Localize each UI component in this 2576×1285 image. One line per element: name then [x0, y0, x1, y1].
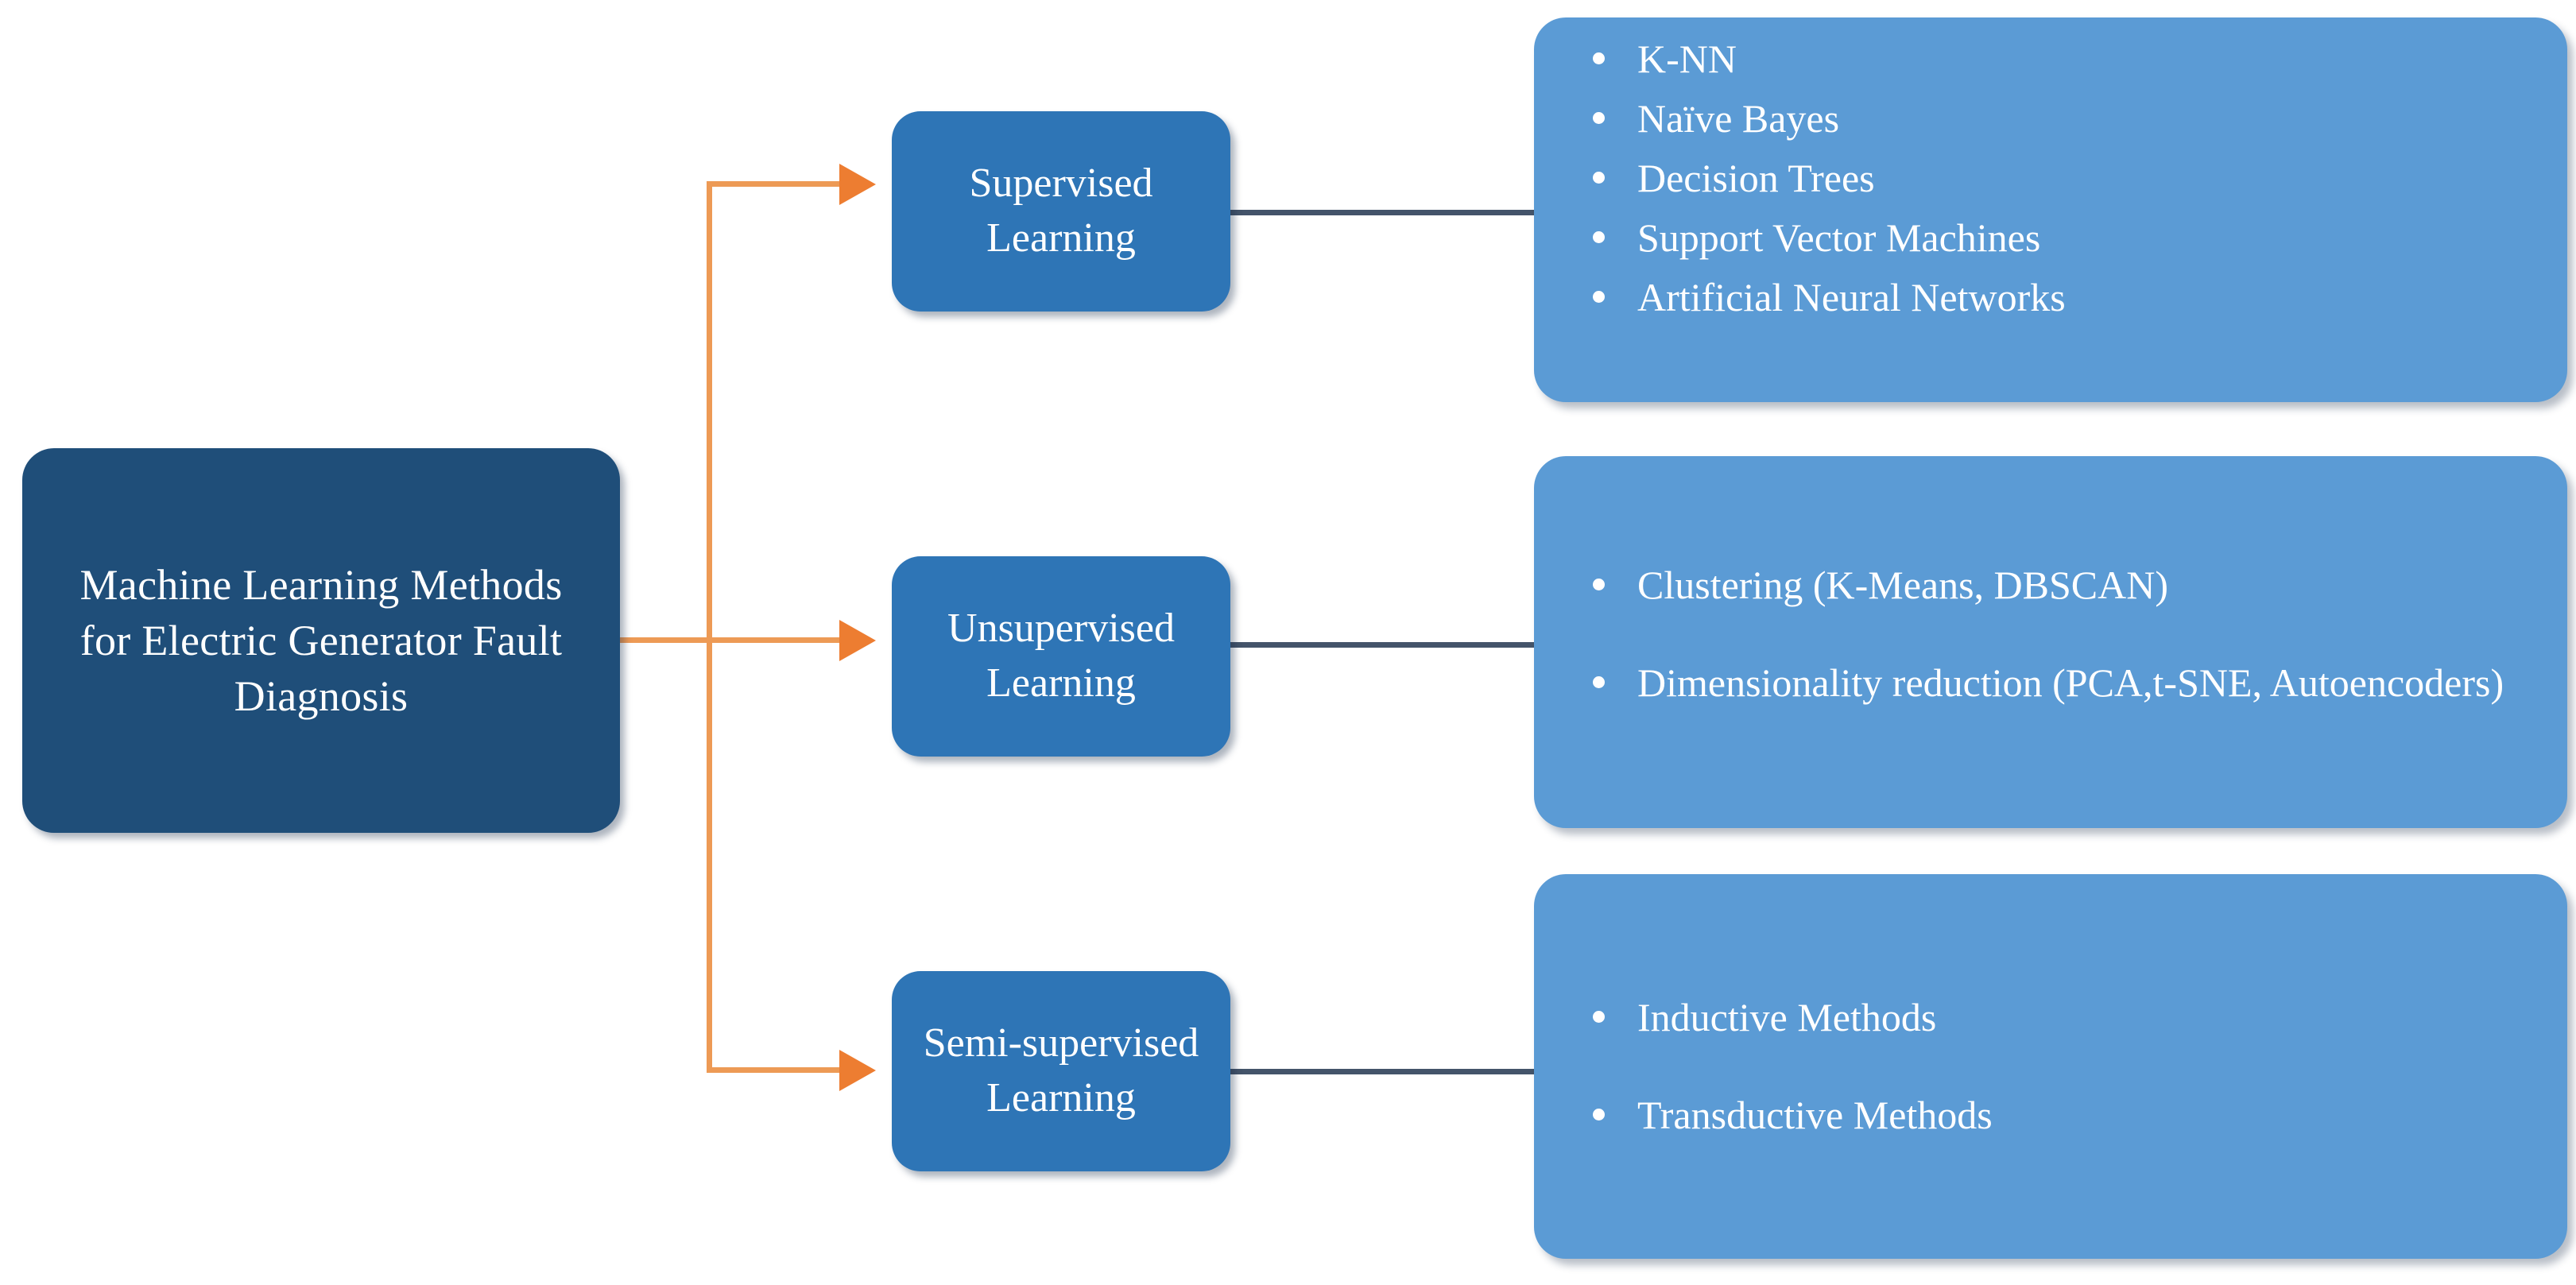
arrowhead-icon-branch-3 — [839, 1050, 876, 1091]
list-item: Dimensionality reduction (PCA,t-SNE, Aut… — [1580, 659, 2535, 707]
list-item: Artificial Neural Networks — [1580, 273, 2535, 322]
connector-orange-branch-2 — [707, 637, 842, 643]
category-node-label: Supervised Learning — [969, 161, 1153, 261]
connector-orange-trunk — [707, 181, 712, 1070]
method-list: Inductive Methods Transductive Methods — [1580, 993, 2535, 1189]
connector-root-stub — [620, 637, 711, 643]
root-node[interactable]: Machine Learning Methods for Electric Ge… — [22, 448, 620, 833]
connector-navy-branch-3 — [1230, 1069, 1537, 1074]
list-item: Naïve Bayes — [1580, 95, 2535, 143]
arrowhead-icon-branch-2 — [839, 620, 876, 661]
list-item: Decision Trees — [1580, 154, 2535, 203]
method-list-supervised[interactable]: K-NN Naïve Bayes Decision Trees Support … — [1534, 17, 2567, 402]
connector-navy-branch-2 — [1230, 642, 1537, 648]
list-item: Transductive Methods — [1580, 1091, 2535, 1140]
connector-orange-branch-3 — [707, 1067, 842, 1073]
list-item: Support Vector Machines — [1580, 214, 2535, 262]
category-node-label: Unsupervised Learning — [947, 606, 1175, 706]
method-list: Clustering (K-Means, DBSCAN) Dimensional… — [1580, 561, 2535, 757]
list-item: Clustering (K-Means, DBSCAN) — [1580, 561, 2535, 610]
list-item: Inductive Methods — [1580, 993, 2535, 1042]
method-list: K-NN Naïve Bayes Decision Trees Support … — [1580, 35, 2535, 333]
category-node-semi-supervised[interactable]: Semi-supervised Learning — [892, 971, 1230, 1171]
connector-navy-branch-1 — [1230, 210, 1537, 215]
connector-orange-branch-1 — [707, 181, 842, 187]
category-node-label: Semi-supervised Learning — [923, 1020, 1199, 1121]
method-list-unsupervised[interactable]: Clustering (K-Means, DBSCAN) Dimensional… — [1534, 456, 2567, 828]
category-node-unsupervised[interactable]: Unsupervised Learning — [892, 556, 1230, 757]
method-list-semi-supervised[interactable]: Inductive Methods Transductive Methods — [1534, 874, 2567, 1259]
arrowhead-icon-branch-1 — [839, 164, 876, 205]
category-node-supervised[interactable]: Supervised Learning — [892, 111, 1230, 312]
root-node-label: Machine Learning Methods for Electric Ge… — [79, 560, 563, 721]
list-item: K-NN — [1580, 35, 2535, 83]
